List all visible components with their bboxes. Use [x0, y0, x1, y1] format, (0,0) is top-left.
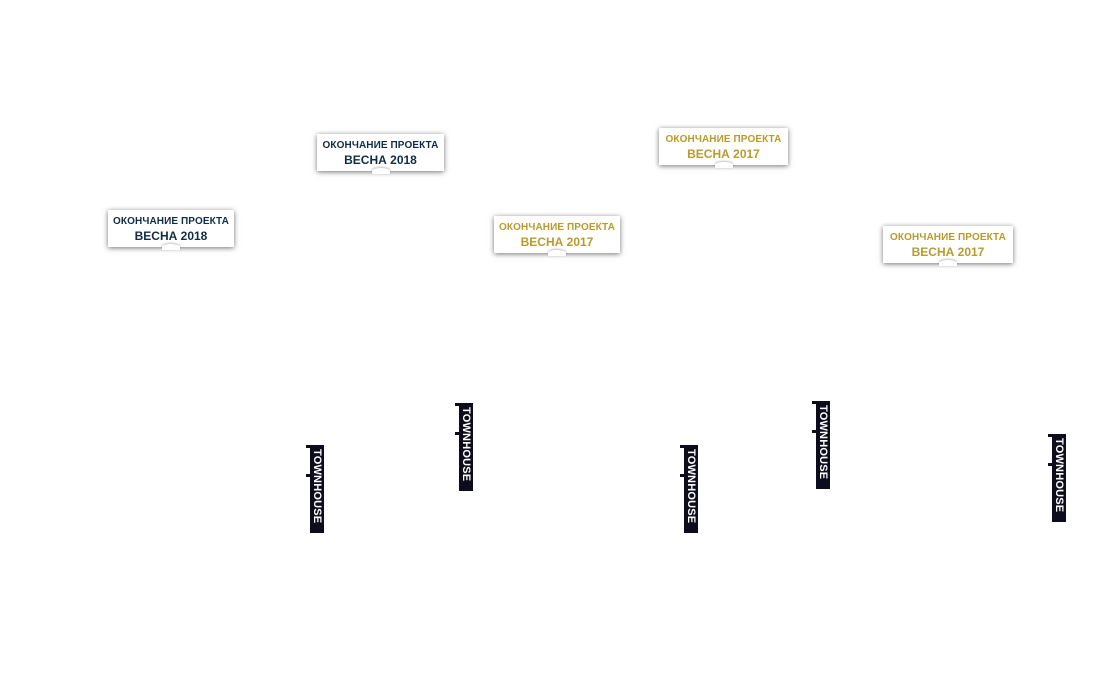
townhouse-tag-1[interactable]: TOWNHOUSE: [306, 445, 324, 533]
project-label-date: ВЕСНА 2017: [911, 245, 985, 259]
project-label-date: ВЕСНА 2018: [344, 153, 417, 167]
project-label-4[interactable]: ОКОНЧАНИЕ ПРОЕКТА ВЕСНА 2017: [659, 128, 788, 168]
townhouse-tag-label: TOWNHOUSE: [1053, 438, 1065, 513]
project-label-title: ОКОНЧАНИЕ ПРОЕКТА: [890, 232, 1006, 243]
project-label-5[interactable]: ОКОНЧАНИЕ ПРОЕКТА ВЕСНА 2017: [883, 226, 1013, 266]
project-label-date: ВЕСНА 2018: [134, 229, 208, 243]
project-label-date: ВЕСНА 2017: [520, 235, 594, 249]
tag-notch: [455, 432, 461, 435]
tag-notch: [1048, 463, 1054, 466]
project-label-title: ОКОНЧАНИЕ ПРОЕКТА: [499, 222, 615, 233]
project-label-2[interactable]: ОКОНЧАНИЕ ПРОЕКТА ВЕСНА 2018: [317, 134, 444, 174]
project-label-3[interactable]: ОКОНЧАНИЕ ПРОЕКТА ВЕСНА 2017: [494, 216, 620, 256]
townhouse-tag-label: TOWNHOUSE: [817, 405, 829, 480]
townhouse-tag-5[interactable]: TOWNHOUSE: [1048, 434, 1066, 522]
tag-notch: [680, 445, 686, 448]
townhouse-tag-4[interactable]: TOWNHOUSE: [812, 401, 830, 489]
project-label-title: ОКОНЧАНИЕ ПРОЕКТА: [665, 134, 782, 145]
townhouse-tag-label: TOWNHOUSE: [460, 407, 472, 482]
townhouse-tag-label: TOWNHOUSE: [685, 449, 697, 524]
project-label-title: ОКОНЧАНИЕ ПРОЕКТА: [113, 216, 229, 227]
tag-notch: [1048, 434, 1054, 437]
tag-notch: [812, 430, 818, 433]
project-label-1[interactable]: ОКОНЧАНИЕ ПРОЕКТА ВЕСНА 2018: [108, 210, 234, 250]
tag-notch: [306, 474, 312, 477]
project-label-title: ОКОНЧАНИЕ ПРОЕКТА: [322, 140, 439, 151]
townhouse-tag-2[interactable]: TOWNHOUSE: [455, 403, 473, 491]
tag-notch: [455, 403, 461, 406]
townhouse-tag-label: TOWNHOUSE: [311, 449, 323, 524]
project-label-date: ВЕСНА 2017: [687, 147, 760, 161]
tag-notch: [812, 401, 818, 404]
tag-notch: [306, 445, 312, 448]
tag-notch: [680, 474, 686, 477]
townhouse-tag-3[interactable]: TOWNHOUSE: [680, 445, 698, 533]
